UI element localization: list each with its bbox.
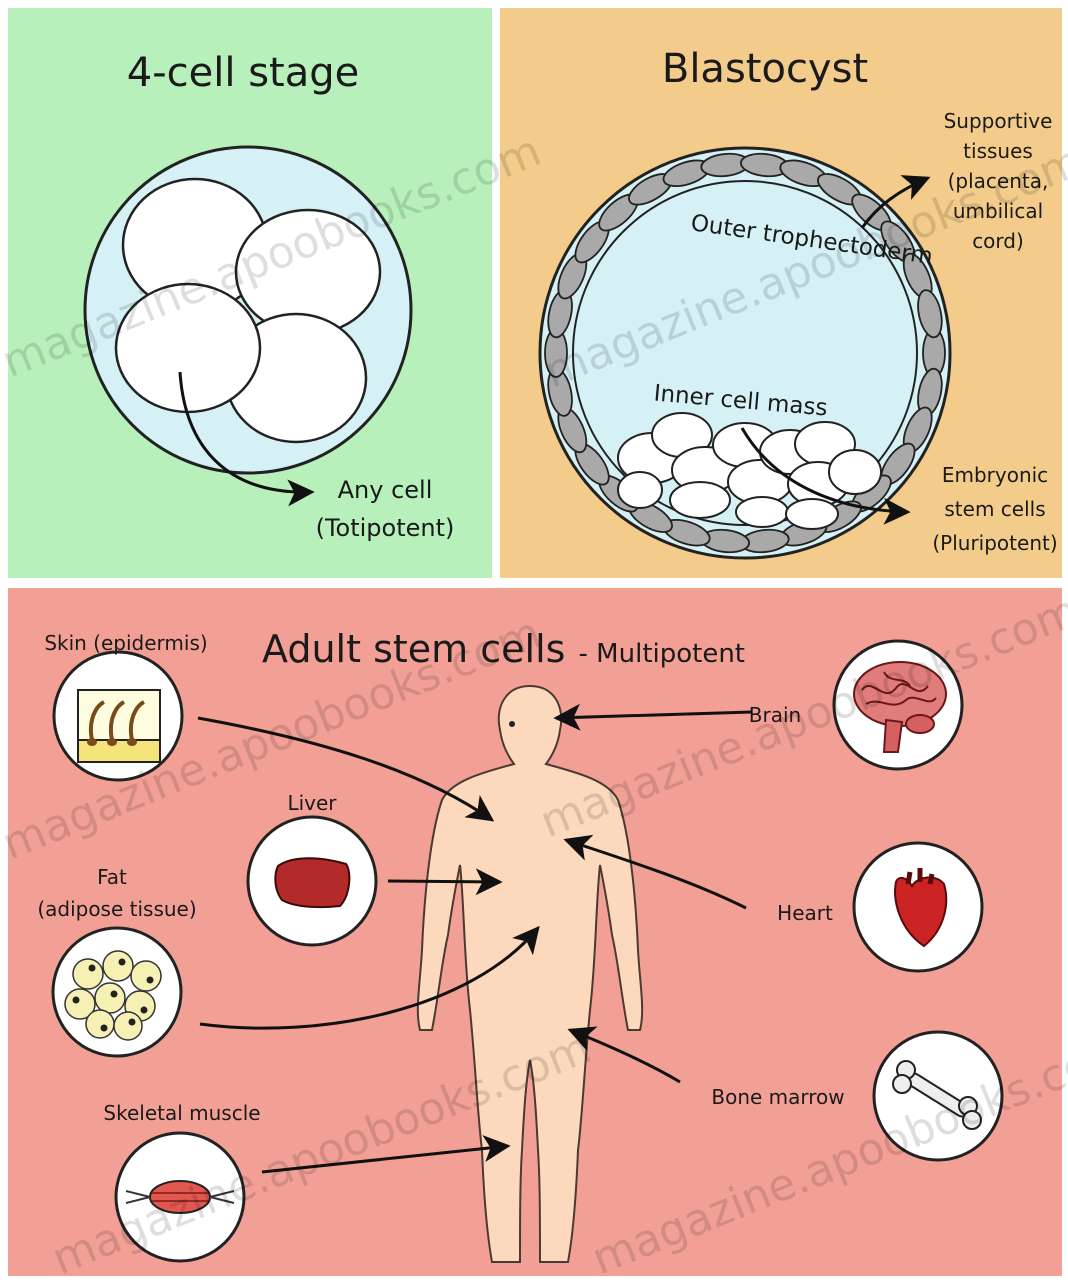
four-cell-title: 4-cell stage (127, 50, 359, 96)
svg-text:stem cells: stem cells (944, 497, 1045, 521)
adult-title-sub: - Multipotent (579, 639, 745, 669)
totipotent-caption-1: Any cell (338, 476, 433, 504)
bone-marrow-label: Bone marrow (711, 1085, 844, 1109)
embryonic-stem-cells-label: Embryonic stem cells (Pluripotent) (932, 463, 1057, 555)
svg-text:(Pluripotent): (Pluripotent) (932, 531, 1057, 555)
blastocyst-title: Blastocyst (662, 46, 868, 92)
skin-label: Skin (epidermis) (44, 631, 207, 655)
fat-label-2: (adipose tissue) (37, 897, 196, 921)
heart-icon (854, 843, 982, 971)
svg-text:cord): cord) (972, 229, 1024, 253)
totipotent-caption-2: (Totipotent) (316, 514, 455, 542)
liver-arrow (388, 881, 500, 882)
liver-icon (248, 817, 376, 945)
svg-text:Supportive: Supportive (944, 109, 1053, 133)
svg-text:Embryonic: Embryonic (942, 463, 1048, 487)
muscle-label: Skeletal muscle (103, 1101, 260, 1125)
fat-icon (53, 928, 181, 1056)
heart-label: Heart (777, 901, 833, 925)
fat-label-1: Fat (97, 865, 127, 889)
body-eye (509, 721, 515, 727)
liver-label: Liver (287, 791, 337, 815)
